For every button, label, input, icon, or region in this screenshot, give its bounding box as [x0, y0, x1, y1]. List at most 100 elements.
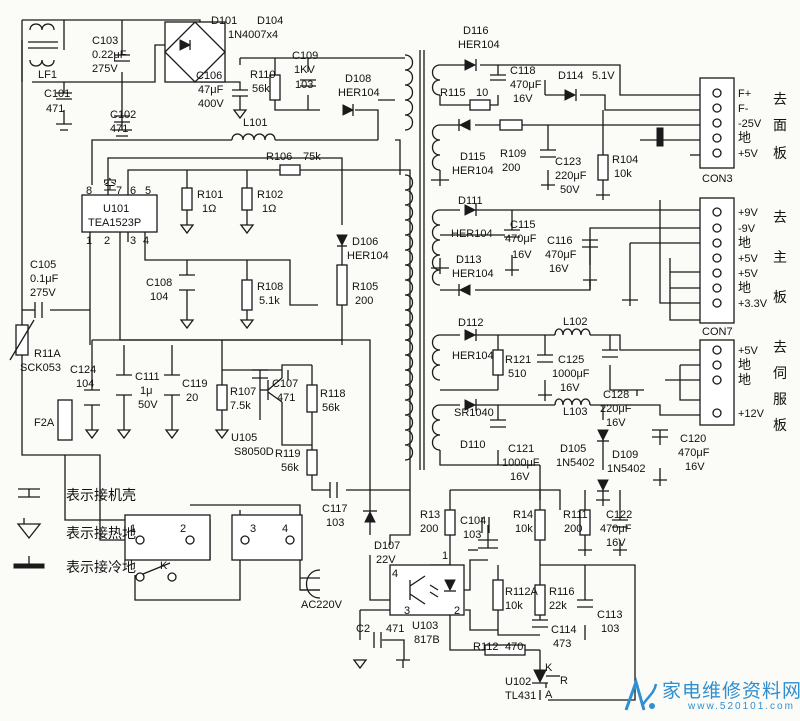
- label-c120: C120: [680, 433, 706, 445]
- label-c116: C116: [547, 235, 572, 247]
- label-c115: C115: [510, 219, 535, 231]
- secondary-labels: D116 HER104 C118 470μF 16V D114 5.1V R11…: [392, 25, 710, 702]
- label-c101: C101: [44, 88, 70, 100]
- value-c120: 470μF: [678, 447, 710, 459]
- label-c114: C114: [551, 624, 576, 636]
- watermark: 家电维修资料网 www.520101.com: [618, 672, 800, 718]
- label-c105: C105: [30, 259, 56, 271]
- value-r108: 5.1k: [259, 295, 280, 307]
- servo-dest-2: 伺: [773, 366, 787, 382]
- value-c124: 104: [76, 378, 94, 390]
- label-d111: D111: [458, 195, 483, 207]
- value-r106: 75k: [303, 151, 321, 163]
- u103-optocoupler: [389, 564, 465, 616]
- value-c114: 473: [553, 638, 571, 650]
- pin-2: 2: [104, 235, 110, 247]
- servo-pin-1: +5V: [738, 345, 759, 357]
- label-d110: D110: [460, 439, 485, 451]
- u101-chip: [81, 194, 158, 233]
- value-r116: 22k: [549, 600, 567, 612]
- rating-c120: 16V: [685, 461, 705, 473]
- label-r14: R14: [513, 509, 533, 521]
- value-c118: 470μF: [510, 79, 542, 91]
- pin-6: 6: [130, 185, 136, 197]
- switch-pin-1: 1: [130, 523, 136, 535]
- servo-dest-1: 去: [773, 340, 787, 356]
- rating-c125: 16V: [560, 382, 580, 394]
- label-u101-empty: 空: [103, 178, 117, 194]
- value-c108: 104: [150, 291, 168, 303]
- value-c107: 471: [277, 392, 295, 404]
- label-c118: C118: [510, 65, 535, 77]
- con7-name: CON7: [702, 326, 733, 338]
- label-sr1040: SR1040: [454, 407, 494, 419]
- label-l103: L103: [563, 406, 587, 418]
- servo-labels: +5V 地 地 +12V 去 伺 服 板: [738, 340, 787, 434]
- label-r111: R111: [563, 509, 588, 521]
- label-u105: U105: [231, 432, 257, 444]
- label-u101: U101: [103, 203, 129, 215]
- con7-dest-3: 板: [773, 290, 787, 306]
- label-r107: R107: [230, 386, 256, 398]
- label-r112: R112: [473, 641, 498, 653]
- con7-pin-5: +5V: [738, 268, 759, 280]
- switch-pin-2: 2: [180, 523, 186, 535]
- value-c121: 1000μF: [502, 457, 540, 469]
- switch-pin-3: 3: [250, 523, 256, 535]
- value-c123: 220μF: [555, 170, 587, 182]
- label-d116: D116: [463, 25, 488, 37]
- value-c125: 1000μF: [552, 368, 590, 380]
- label-r104: R104: [612, 154, 638, 166]
- label-d107: D107: [374, 540, 400, 552]
- con3-pin-5: +5V: [738, 148, 759, 160]
- label-c106: C106: [196, 70, 222, 82]
- label-r119: R119: [275, 448, 300, 460]
- value-d114: 5.1V: [592, 70, 615, 82]
- label-c108: C108: [146, 277, 172, 289]
- label-c117: C117: [322, 503, 347, 515]
- con7-pin-7: +3.3V: [738, 298, 768, 310]
- tl431-r: R: [560, 675, 568, 687]
- con7-pin-1: +9V: [738, 207, 759, 219]
- con3-dest-3: 板: [773, 146, 787, 162]
- rating-c116: 16V: [549, 263, 569, 275]
- label-l101: L101: [243, 117, 267, 129]
- value2-c109: 103: [295, 79, 313, 91]
- con3-name: CON3: [702, 173, 733, 185]
- value-r121: 510: [508, 368, 526, 380]
- label-c123: C123: [555, 156, 581, 168]
- value-r112a: 10k: [505, 600, 523, 612]
- value-r13: 200: [420, 523, 438, 535]
- value-r14: 10k: [515, 523, 533, 535]
- rating-c121: 16V: [510, 471, 530, 483]
- rating-c103: 275V: [92, 63, 118, 75]
- label-c109: C109: [292, 50, 318, 62]
- pin-7: 7: [116, 185, 122, 197]
- value-u102: TL431: [505, 690, 536, 702]
- con7-labels: +9V -9V 地 +5V +5V 地 +3.3V CON7 去 主 板: [702, 207, 787, 338]
- pin-4: 4: [143, 235, 149, 247]
- watermark-url: www.520101.com: [688, 701, 795, 712]
- servo-dest-4: 板: [773, 418, 787, 434]
- con7-pin-3: 地: [738, 236, 751, 251]
- value-d109: 1N5402: [607, 463, 646, 475]
- label-c122: C122: [606, 509, 632, 521]
- label-lf1: LF1: [38, 69, 57, 81]
- label-d109: D109: [612, 449, 638, 461]
- label-d105: D105: [560, 443, 586, 455]
- value-u105: S8050D: [234, 446, 274, 458]
- label-d112: D112: [458, 317, 483, 329]
- rating-c118: 16V: [513, 93, 533, 105]
- rating-c105: 275V: [30, 287, 56, 299]
- servo-pin-4: +12V: [738, 408, 765, 420]
- value-r118: 56k: [322, 402, 340, 414]
- con7-pin-4: +5V: [738, 253, 759, 265]
- label-c107: C107: [272, 378, 298, 390]
- label-c113: C113: [597, 609, 622, 621]
- value-d115: HER104: [452, 165, 494, 177]
- label-c121: C121: [508, 443, 534, 455]
- value-c109: 1KV: [294, 64, 315, 76]
- value-r119: 56k: [281, 462, 299, 474]
- con3-pin-1: F+: [738, 88, 751, 100]
